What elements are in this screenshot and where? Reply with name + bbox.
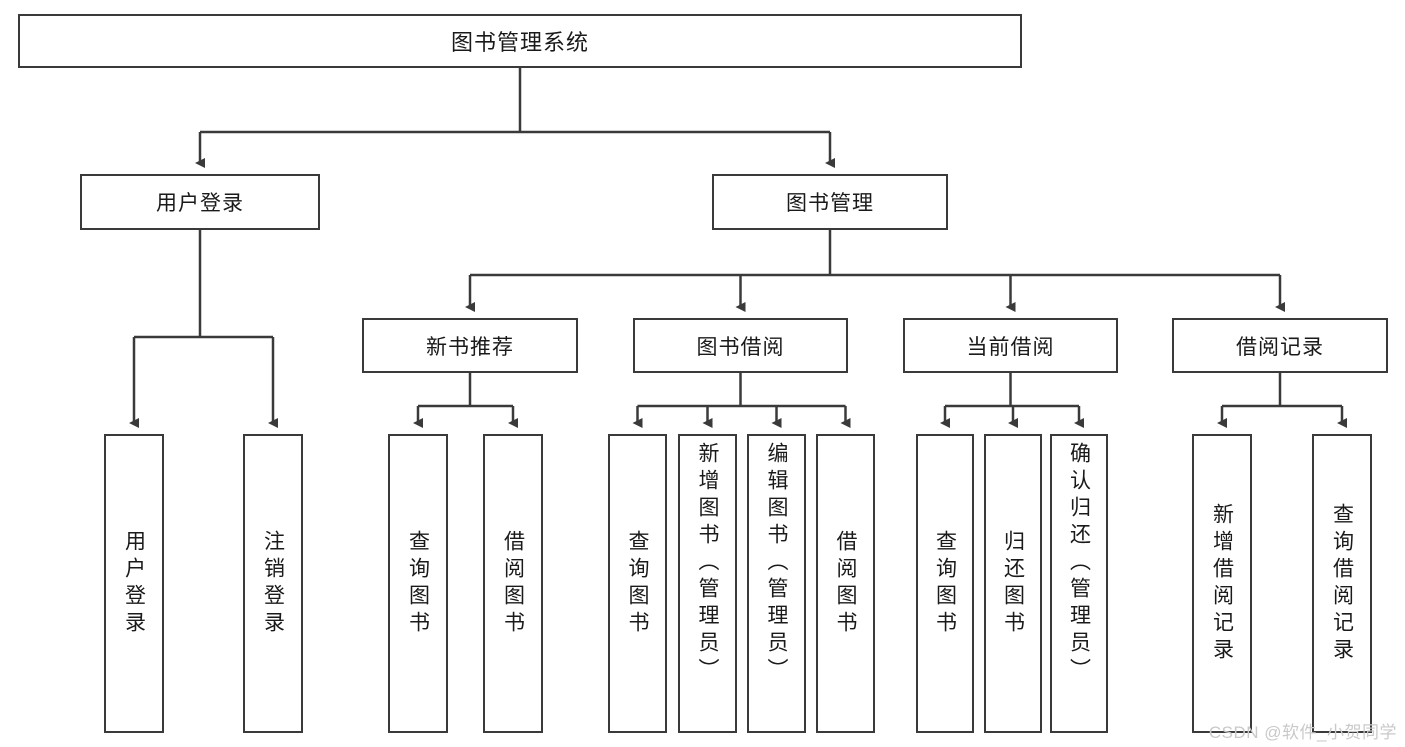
csdn-watermark: CSDN @软件_小贺同学 (1208, 723, 1397, 742)
node-label: 查询图书 (626, 529, 649, 638)
node-label: 查询借阅记录 (1330, 502, 1354, 665)
node-label: 注销登录 (261, 529, 285, 638)
node-label: 编辑图书（管理员） (765, 442, 788, 685)
node-current-borrow[interactable]: 当前借阅 (903, 318, 1118, 373)
node-leaf-logout[interactable]: 注销登录 (243, 434, 303, 733)
node-leaf-add-book[interactable]: 新增图书（管理员） (678, 434, 737, 733)
node-leaf-add-record[interactable]: 新增借阅记录 (1192, 434, 1252, 733)
node-label: 新增图书（管理员） (696, 442, 719, 685)
node-label: 查询图书 (933, 529, 957, 638)
node-label: 当前借阅 (966, 335, 1055, 359)
node-leaf-user-login[interactable]: 用户登录 (104, 434, 164, 733)
node-leaf-query-book-1[interactable]: 查询图书 (388, 434, 448, 733)
node-leaf-query-record[interactable]: 查询借阅记录 (1312, 434, 1372, 733)
node-book-borrow[interactable]: 图书借阅 (633, 318, 848, 373)
node-label: 图书管理系统 (450, 30, 589, 55)
node-label: 图书管理 (786, 192, 874, 215)
node-borrow-record[interactable]: 借阅记录 (1172, 318, 1388, 373)
node-label: 新书推荐 (426, 335, 514, 359)
node-leaf-edit-book[interactable]: 编辑图书（管理员） (747, 434, 806, 733)
node-leaf-return-book[interactable]: 归还图书 (984, 434, 1042, 733)
node-leaf-borrow-book-1[interactable]: 借阅图书 (483, 434, 543, 733)
node-leaf-query-book-2[interactable]: 查询图书 (608, 434, 667, 733)
node-label: 图书借阅 (696, 335, 785, 359)
node-leaf-borrow-book-2[interactable]: 借阅图书 (816, 434, 875, 733)
node-leaf-query-book-3[interactable]: 查询图书 (916, 434, 974, 733)
node-new-book-rec[interactable]: 新书推荐 (362, 318, 578, 373)
node-label: 确认归还（管理员） (1067, 442, 1091, 685)
node-user-login[interactable]: 用户登录 (80, 174, 320, 230)
node-label: 查询图书 (406, 529, 430, 638)
node-book-manage[interactable]: 图书管理 (712, 174, 948, 230)
node-label: 用户登录 (156, 192, 244, 215)
node-label: 借阅记录 (1236, 335, 1324, 359)
node-label: 借阅图书 (834, 529, 857, 638)
node-label: 归还图书 (1001, 529, 1025, 638)
node-label: 用户登录 (122, 529, 146, 638)
node-leaf-confirm-return[interactable]: 确认归还（管理员） (1050, 434, 1108, 733)
node-label: 新增借阅记录 (1210, 502, 1234, 665)
node-label: 借阅图书 (501, 529, 525, 638)
node-root[interactable]: 图书管理系统 (18, 14, 1022, 68)
